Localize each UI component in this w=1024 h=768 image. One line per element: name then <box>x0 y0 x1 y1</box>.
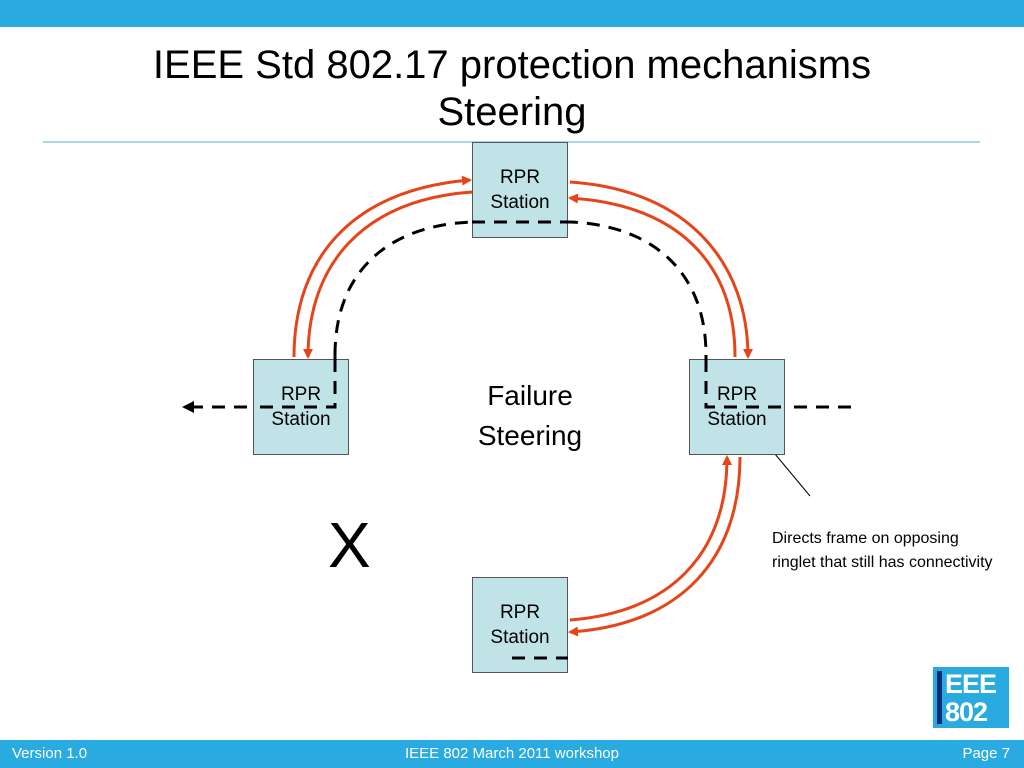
annotation-leader-line <box>769 447 811 497</box>
footer-event: IEEE 802 March 2011 workshop <box>404 745 619 762</box>
rpr-station-top: RPR Station <box>472 142 568 238</box>
center-label-line1: Failure <box>487 380 573 411</box>
logo-line1: EEE <box>945 669 997 699</box>
center-label-line2: Steering <box>477 420 583 451</box>
footer-page-number: Page 7 <box>962 745 1010 762</box>
ring-arrow-lower-inner <box>569 455 732 622</box>
rpr-station-right: RPR Station <box>689 359 785 455</box>
slide-title: IEEE Std 802.17 protection mechanisms St… <box>0 42 1024 136</box>
ring-arrow-right-outer <box>569 180 753 359</box>
station-label-line2: Station <box>271 409 331 430</box>
logo-line2: 802 <box>945 697 988 727</box>
title-line-2: Steering <box>437 90 587 134</box>
station-label-line1: RPR <box>499 602 541 623</box>
logo-i-bar <box>937 671 942 724</box>
steering-annotation: Directs frame on opposing ringlet that s… <box>772 530 993 571</box>
steered-path-arc <box>333 220 708 356</box>
ring-arrow-lower-outer <box>568 456 742 637</box>
station-label-line1: RPR <box>499 167 541 188</box>
logo-text: EEE 802 <box>945 669 997 727</box>
rpr-station-left: RPR Station <box>253 359 349 455</box>
footer-bar: Version 1.0 IEEE 802 March 2011 workshop… <box>0 740 1024 768</box>
ieee-802-logo: EEE 802 <box>931 665 1011 730</box>
station-label-line2: Station <box>490 192 550 213</box>
station-label-line1: RPR <box>280 384 322 405</box>
station-label-line2: Station <box>490 627 550 648</box>
failure-x-mark: X <box>328 509 371 581</box>
footer-version: Version 1.0 <box>12 745 88 762</box>
ring-arrow-left-outer <box>292 175 472 358</box>
top-accent-bar <box>0 0 1024 27</box>
failure-steering-label: Failure Steering <box>430 376 630 456</box>
station-label-line2: Station <box>707 409 767 430</box>
ring-arrow-right-inner <box>568 193 737 358</box>
rpr-station-bottom: RPR Station <box>472 577 568 673</box>
station-label-line1: RPR <box>716 384 758 405</box>
title-line-1: IEEE Std 802.17 protection mechanisms <box>152 43 872 87</box>
ring-arrow-left-inner <box>303 190 473 359</box>
